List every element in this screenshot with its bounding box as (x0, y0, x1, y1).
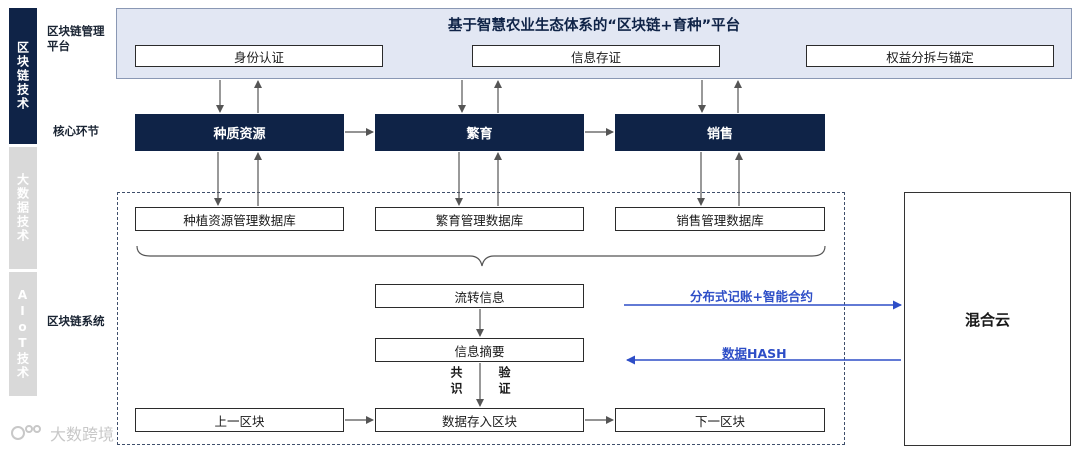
platform-item-evidence: 信息存证 (472, 45, 720, 67)
to-cloud-label: 分布式记账+智能合约 (690, 289, 813, 304)
consensus-label: 共识 (449, 366, 463, 398)
circulation-info-box: 流转信息 (375, 284, 584, 308)
hybrid-cloud-box: 混合云 (904, 192, 1071, 446)
platform-panel (116, 8, 1072, 79)
tab-aiot-tech: AIoT技术 (9, 272, 37, 396)
core-germplasm: 种质资源 (135, 114, 344, 151)
watermark-text: 大数跨境 (50, 425, 115, 444)
hybrid-cloud-label: 混合云 (964, 310, 1010, 329)
platform-title: 基于智慧农业生态体系的“区块链+育种”平台 (447, 18, 741, 34)
next-block-box: 下一区块 (615, 408, 825, 432)
db-breeding: 繁育管理数据库 (375, 207, 584, 231)
verify-label: 验证 (497, 366, 511, 398)
tab-blockchain-tech: 区块链技术 (9, 8, 37, 144)
core-breeding: 繁育 (375, 114, 584, 151)
tab-bigdata-tech: 大数据技术 (9, 147, 37, 269)
database-brace (136, 245, 826, 267)
row-label-platform: 区块链管理平台 (47, 24, 105, 53)
blockchain-system-region (117, 192, 845, 445)
platform-item-identity: 身份认证 (135, 45, 383, 67)
info-digest-box: 信息摘要 (375, 338, 584, 362)
prev-block-box: 上一区块 (135, 408, 344, 432)
from-cloud-label: 数据HASH (722, 346, 787, 361)
store-block-box: 数据存入区块 (375, 408, 584, 432)
db-sales: 销售管理数据库 (615, 207, 825, 231)
watermark-logo-icon (11, 425, 41, 440)
core-sales: 销售 (615, 114, 825, 151)
db-planting: 种植资源管理数据库 (135, 207, 344, 231)
watermark: 大数跨境 (10, 421, 114, 445)
platform-item-rights: 权益分拆与锚定 (806, 45, 1054, 67)
row-label-system: 区块链系统 (47, 314, 105, 328)
row-label-core: 核心环节 (53, 124, 99, 138)
